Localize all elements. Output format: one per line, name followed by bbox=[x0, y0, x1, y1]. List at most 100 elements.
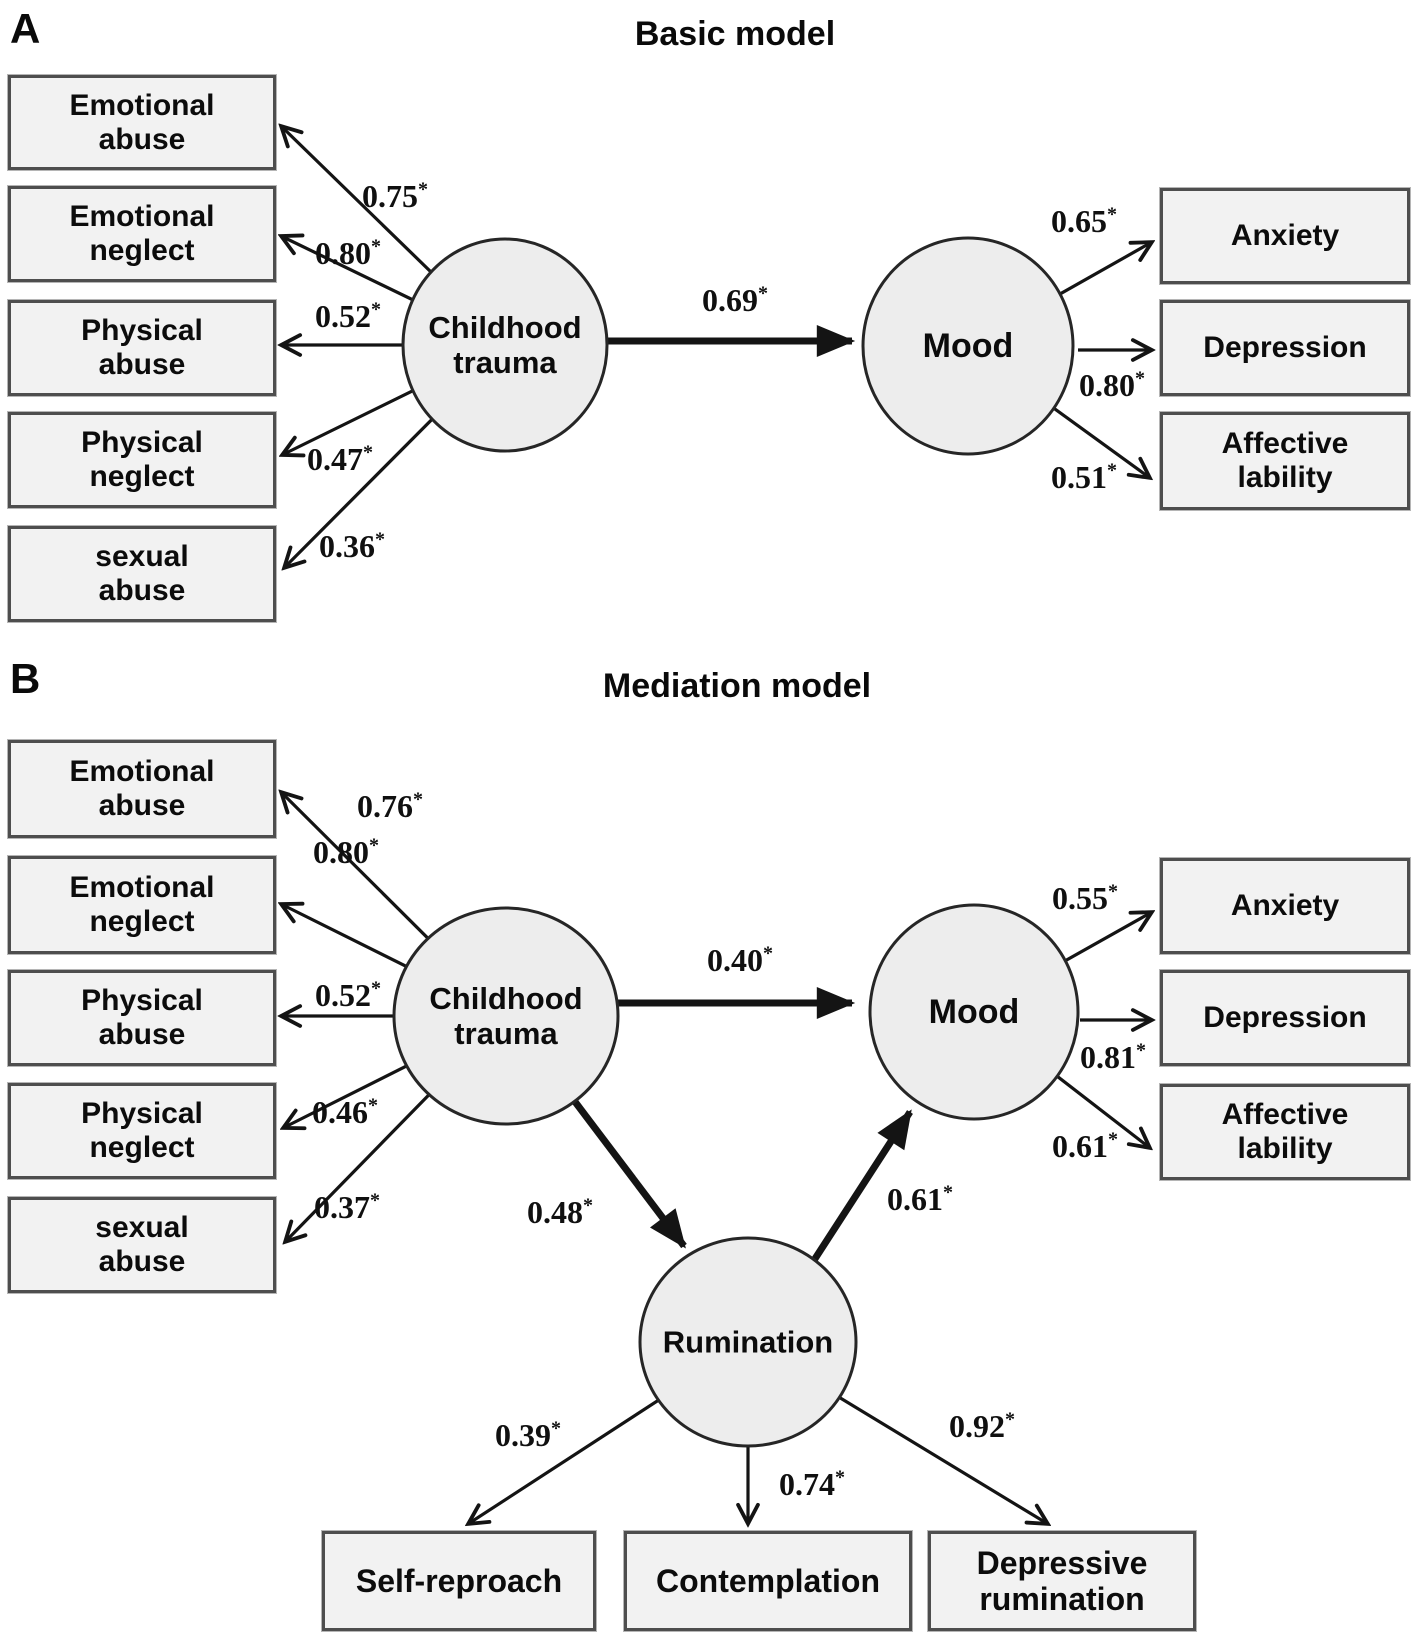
path-coef-b-ct-rumination: 0.48* bbox=[527, 1194, 593, 1230]
loading-value: 0.80 bbox=[313, 834, 369, 870]
loading-value: 0.47 bbox=[307, 441, 363, 477]
indicator-label-line: Affective bbox=[1221, 1098, 1349, 1132]
path-coef-b-ct-mood: 0.40* bbox=[707, 942, 773, 978]
indicator-b-emotional-abuse: Emotional abuse bbox=[8, 740, 276, 838]
loading-a-physical-abuse: 0.52* bbox=[315, 298, 381, 334]
significance-star: * bbox=[1136, 1039, 1146, 1062]
loading-value: 0.52 bbox=[315, 977, 371, 1013]
latent-label-line: Mood bbox=[922, 326, 1014, 365]
loading-b-physical-neglect: 0.46* bbox=[312, 1094, 378, 1130]
loading-value: 0.37 bbox=[314, 1189, 370, 1225]
significance-star: * bbox=[1135, 367, 1145, 390]
loading-a-emotional-neglect: 0.80* bbox=[315, 235, 381, 271]
significance-star: * bbox=[943, 1181, 953, 1204]
indicator-label-line: abuse bbox=[98, 122, 186, 156]
significance-star: * bbox=[583, 1194, 593, 1217]
loading-b-emotional-abuse: 0.76* bbox=[357, 788, 423, 824]
loading-b-sexual-abuse: 0.37* bbox=[314, 1189, 380, 1225]
panel-b-label: B bbox=[10, 655, 41, 702]
significance-star: * bbox=[371, 235, 381, 258]
indicator-label-line: Emotional bbox=[69, 88, 215, 122]
path-value: 0.69 bbox=[702, 282, 758, 318]
indicator-a-anxiety: Anxiety bbox=[1160, 188, 1410, 284]
indicator-label-line: rumination bbox=[979, 1581, 1145, 1617]
indicator-b-depressive-rumination: Depressive rumination bbox=[928, 1531, 1196, 1631]
loading-b-contemplation: 0.74* bbox=[779, 1466, 845, 1502]
indicator-a-emotional-neglect: Emotional neglect bbox=[8, 186, 276, 282]
path-value: 0.61 bbox=[887, 1181, 943, 1217]
significance-star: * bbox=[369, 834, 379, 857]
significance-star: * bbox=[1005, 1408, 1015, 1431]
indicator-label-line: neglect bbox=[89, 1131, 195, 1164]
indicator-label-line: Physical bbox=[81, 426, 203, 460]
significance-star: * bbox=[375, 528, 385, 551]
indicator-label-line: abuse bbox=[98, 789, 186, 822]
path-coef-b-rumination-mood: 0.61* bbox=[887, 1181, 953, 1217]
indicator-label-line: Depressive bbox=[976, 1544, 1148, 1581]
indicator-label-line: Physical bbox=[81, 984, 203, 1018]
latent-b-mood bbox=[868, 903, 1080, 1121]
indicator-label-line: Emotional bbox=[69, 755, 215, 789]
loading-value: 0.51 bbox=[1051, 459, 1107, 495]
loading-b-anxiety: 0.55* bbox=[1052, 881, 1118, 914]
indicator-a-depression: Depression bbox=[1160, 300, 1410, 396]
indicator-label-line: Self-reproach bbox=[355, 1562, 563, 1599]
indicator-a-physical-neglect: Physical neglect bbox=[8, 412, 276, 508]
indicator-label-line: Depression bbox=[1203, 331, 1367, 365]
latent-label-line: Rumination bbox=[662, 1324, 834, 1360]
significance-star: * bbox=[835, 1466, 845, 1489]
significance-star: * bbox=[368, 1094, 378, 1117]
indicator-a-physical-abuse: Physical abuse bbox=[8, 300, 276, 396]
loading-value: 0.80 bbox=[1079, 367, 1135, 403]
indicator-b-contemplation: Contemplation bbox=[624, 1531, 912, 1631]
significance-star: * bbox=[370, 1189, 380, 1212]
indicator-label-line: sexual bbox=[95, 1211, 189, 1245]
indicator-label-line: abuse bbox=[98, 1245, 186, 1278]
loading-a-physical-neglect: 0.47* bbox=[307, 441, 373, 477]
loading-a-emotional-abuse: 0.75* bbox=[362, 178, 428, 214]
loading-value: 0.80 bbox=[315, 235, 371, 271]
indicator-label-line: sexual bbox=[95, 540, 189, 574]
indicator-label-line: neglect bbox=[89, 234, 195, 267]
path-value: 0.48 bbox=[527, 1194, 583, 1230]
loading-b-emotional-neglect: 0.80* bbox=[313, 834, 379, 870]
loading-b-depression: 0.81* bbox=[1080, 1039, 1146, 1073]
indicator-label-line: abuse bbox=[98, 1018, 186, 1051]
indicator-b-physical-abuse: Physical abuse bbox=[8, 970, 276, 1066]
indicator-a-emotional-abuse: Emotional abuse bbox=[8, 75, 276, 170]
indicator-label-line: Anxiety bbox=[1230, 219, 1340, 253]
indicator-b-anxiety: Anxiety bbox=[1160, 858, 1410, 954]
loading-value: 0.75 bbox=[362, 178, 418, 214]
loading-value: 0.92 bbox=[949, 1408, 1005, 1444]
latent-b-rumination bbox=[638, 1236, 858, 1448]
latent-label-a-childhood-trauma: Childhood trauma bbox=[428, 310, 581, 380]
loading-value: 0.76 bbox=[357, 788, 413, 824]
significance-star: * bbox=[371, 977, 381, 1000]
indicator-a-sexual-abuse: sexual abuse bbox=[8, 526, 276, 622]
significance-star: * bbox=[758, 282, 768, 305]
loading-value: 0.39 bbox=[495, 1417, 551, 1453]
panel-a-label: A bbox=[10, 5, 41, 52]
significance-star: * bbox=[1107, 203, 1117, 226]
loading-value: 0.46 bbox=[312, 1094, 368, 1130]
latent-label-line: Childhood bbox=[428, 309, 582, 345]
indicator-label-line: neglect bbox=[89, 905, 195, 938]
indicator-b-affective-lability: Affective lability bbox=[1160, 1084, 1410, 1180]
indicator-label-line: abuse bbox=[98, 348, 186, 381]
loading-b-affective-lability: 0.61* bbox=[1052, 1128, 1118, 1164]
loading-value: 0.74 bbox=[779, 1466, 835, 1502]
panel-a-title: Basic model bbox=[634, 15, 836, 53]
significance-star: * bbox=[371, 298, 381, 321]
path-value: 0.40 bbox=[707, 942, 763, 978]
indicator-label-line: Anxiety bbox=[1230, 889, 1340, 923]
loading-b-self-reproach: 0.39* bbox=[495, 1417, 561, 1453]
loading-a-depression: 0.80* bbox=[1079, 367, 1145, 403]
latent-label-b-mood: Mood bbox=[929, 993, 1020, 1031]
indicator-label-line: Affective bbox=[1221, 427, 1349, 461]
latent-label-b-rumination: Rumination bbox=[663, 1324, 834, 1359]
loading-value: 0.61 bbox=[1052, 1128, 1108, 1164]
loading-a-affective-lability: 0.51* bbox=[1051, 459, 1117, 495]
indicator-a-affective-lability: Affective lability bbox=[1160, 412, 1410, 510]
latent-label-line: trauma bbox=[454, 1016, 558, 1051]
loading-value: 0.52 bbox=[315, 298, 371, 334]
